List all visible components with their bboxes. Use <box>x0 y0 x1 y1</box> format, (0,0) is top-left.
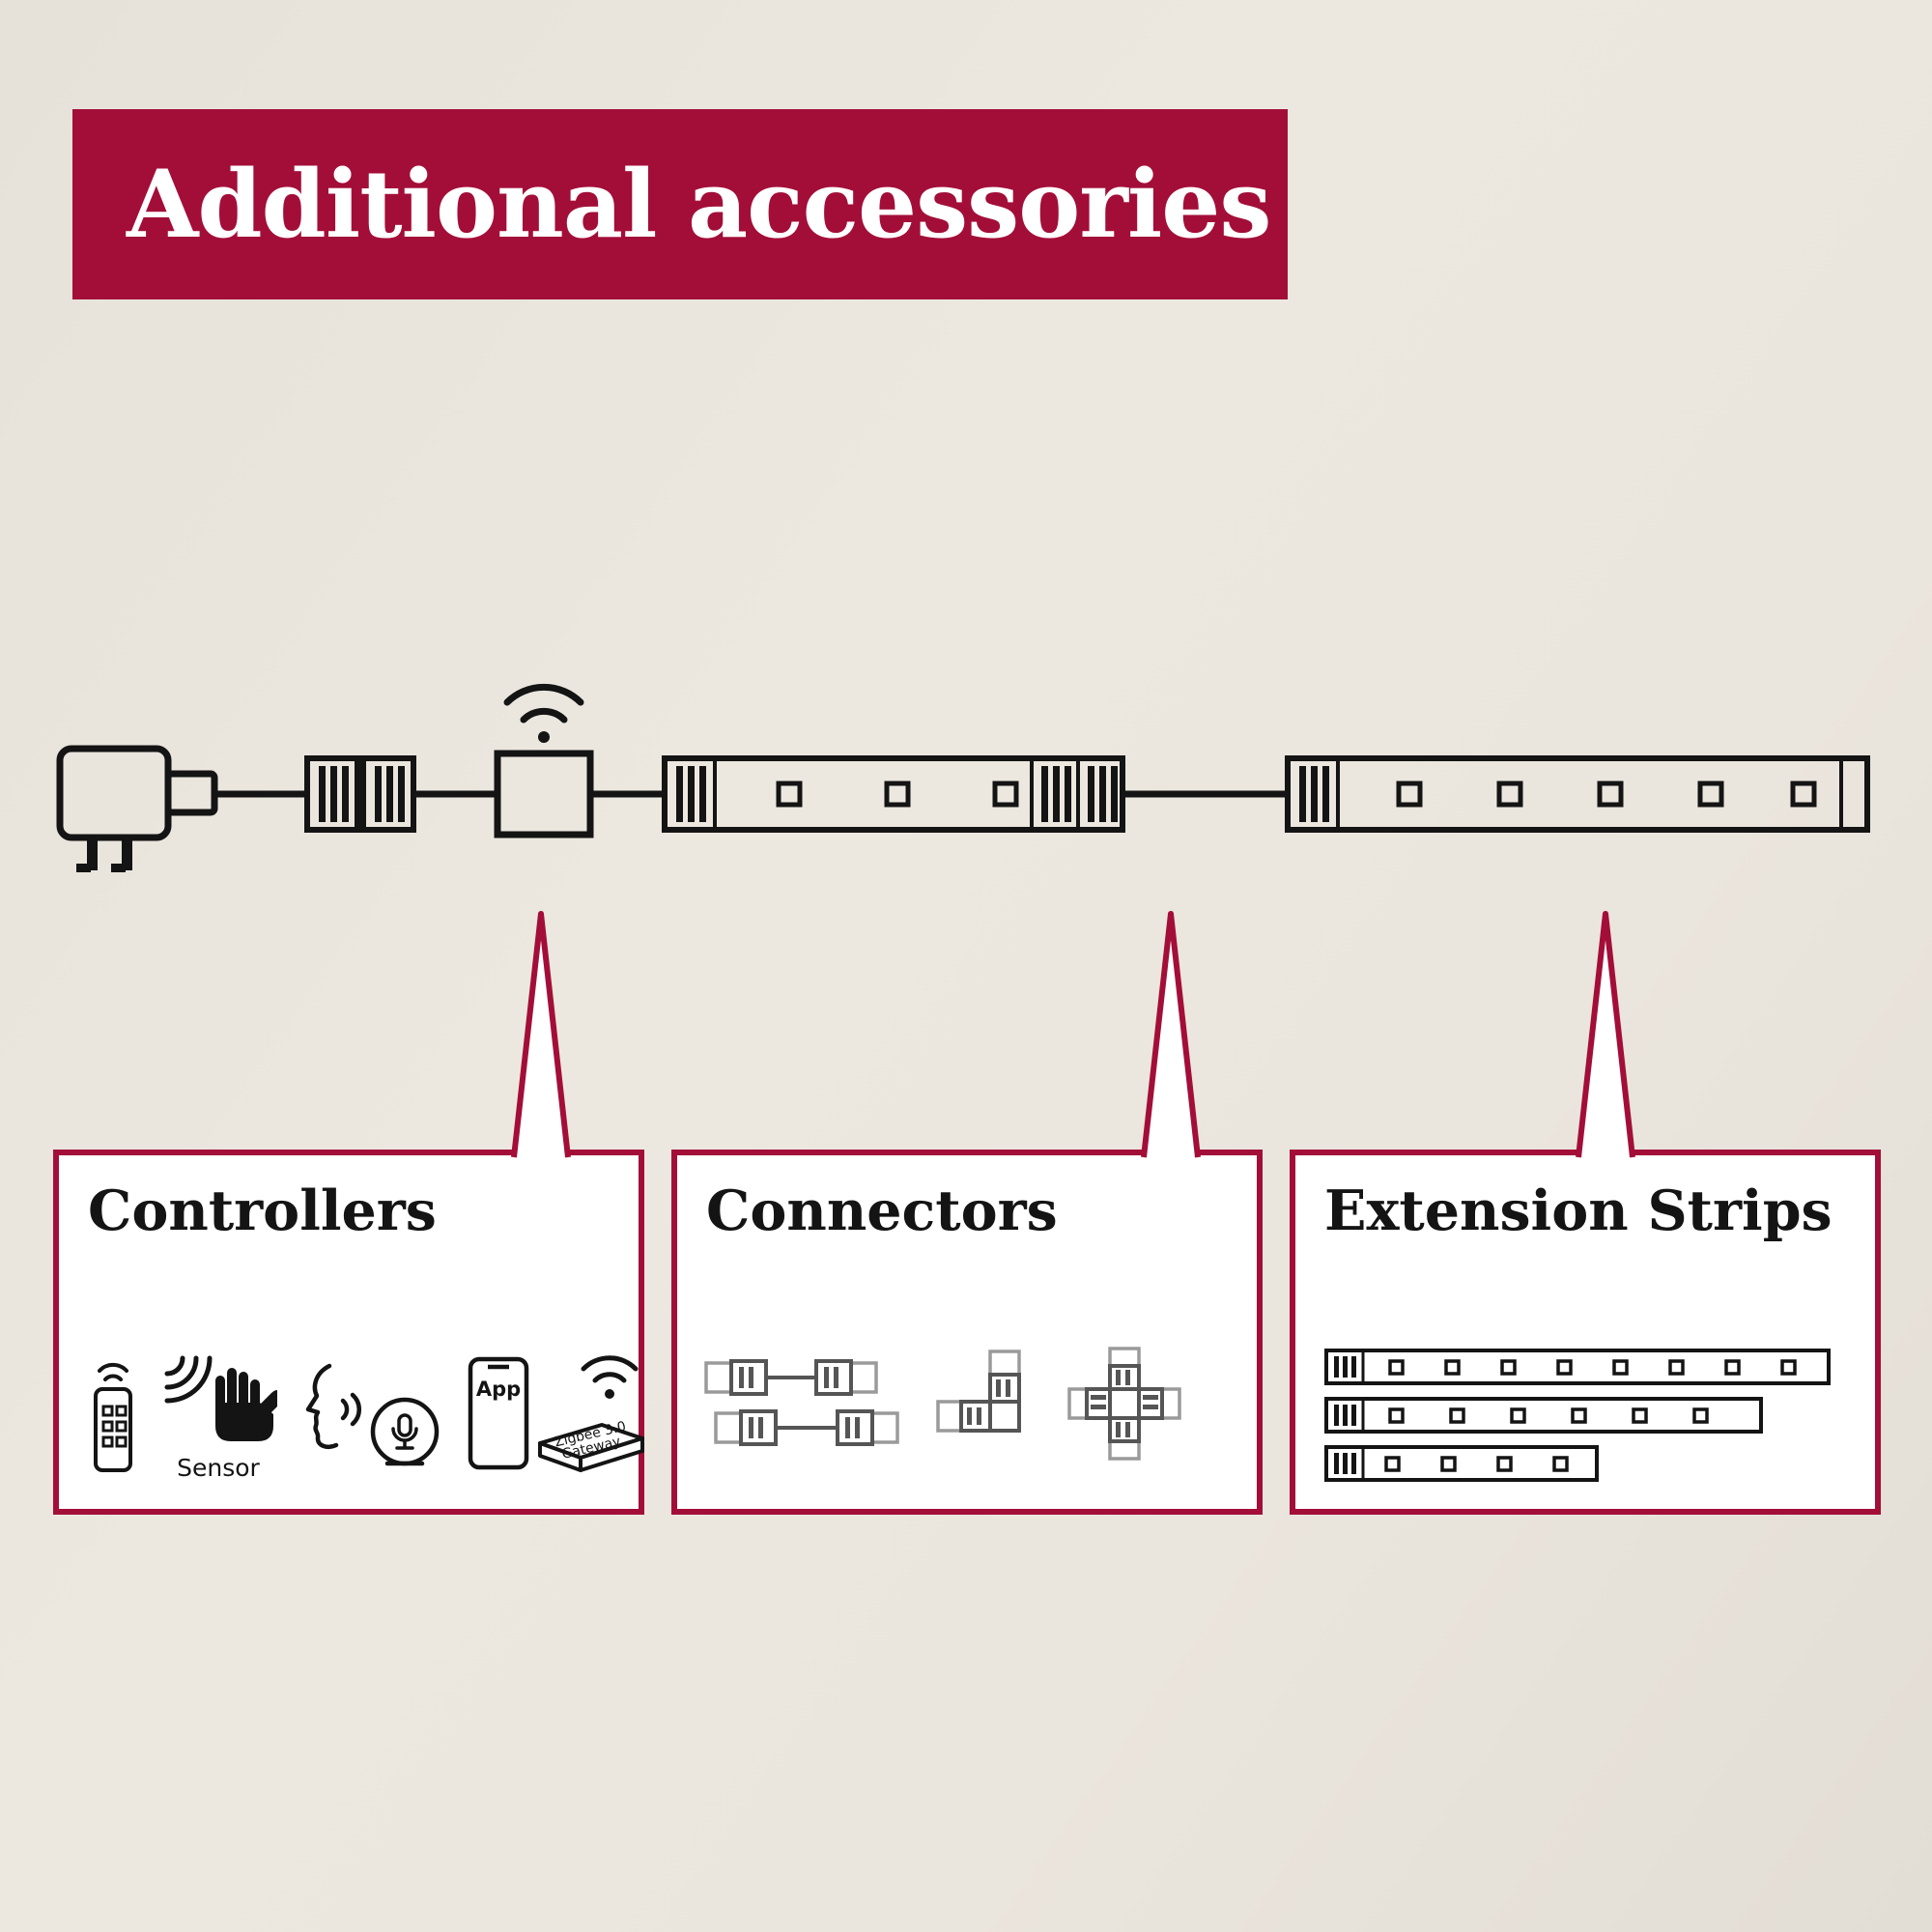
extension-strips-icon-row <box>1322 1345 1852 1490</box>
corner-connector-icon <box>936 1350 1021 1433</box>
callout-extension-strips: Extension Strips <box>1290 1150 1881 1515</box>
led-strip-icon <box>662 755 1125 833</box>
power-adapter-icon <box>56 745 218 872</box>
callout-extension-strips-title: Extension Strips <box>1324 1179 1833 1243</box>
connectors-icon-row <box>702 1347 1181 1461</box>
strip-connector-icon <box>304 755 416 833</box>
callout-connectors-title: Connectors <box>706 1179 1058 1243</box>
sensor-label: Sensor <box>177 1454 260 1482</box>
callout-controllers: Controllers <box>53 1150 644 1515</box>
straight-connector-icon <box>704 1359 899 1446</box>
extension-strip-long-icon <box>1324 1349 1831 1385</box>
extension-strip-medium-icon <box>1324 1397 1763 1434</box>
led-strip-icon <box>1285 755 1870 833</box>
wifi-controller-icon <box>494 683 594 838</box>
cross-connector-icon <box>1067 1347 1181 1461</box>
callout-connectors: Connectors <box>671 1150 1263 1515</box>
smartphone-app-icon: App Zigbee 3.0 Gateway <box>468 1354 644 1472</box>
page-title: Additional accessories <box>127 150 1271 259</box>
hand-shape <box>215 1368 277 1441</box>
callout-pointer-controllers <box>511 911 571 1158</box>
remote-control-icon <box>94 1362 132 1472</box>
title-banner: Additional accessories <box>72 109 1288 299</box>
callout-controllers-title: Controllers <box>88 1179 437 1243</box>
callout-pointer-connectors <box>1141 911 1201 1158</box>
extension-strip-short-icon <box>1324 1445 1599 1482</box>
controllers-icon-row: Sensor <box>82 1349 660 1484</box>
led-strip-system-diagram <box>56 683 1870 872</box>
wifi-icon <box>581 1354 639 1399</box>
app-label: App <box>476 1378 521 1401</box>
voice-assistant-icon <box>305 1363 440 1465</box>
zigbee-gateway-icon <box>538 1422 644 1472</box>
motion-sensor-icon <box>164 1355 277 1441</box>
callout-pointer-extension-strips <box>1576 911 1635 1158</box>
